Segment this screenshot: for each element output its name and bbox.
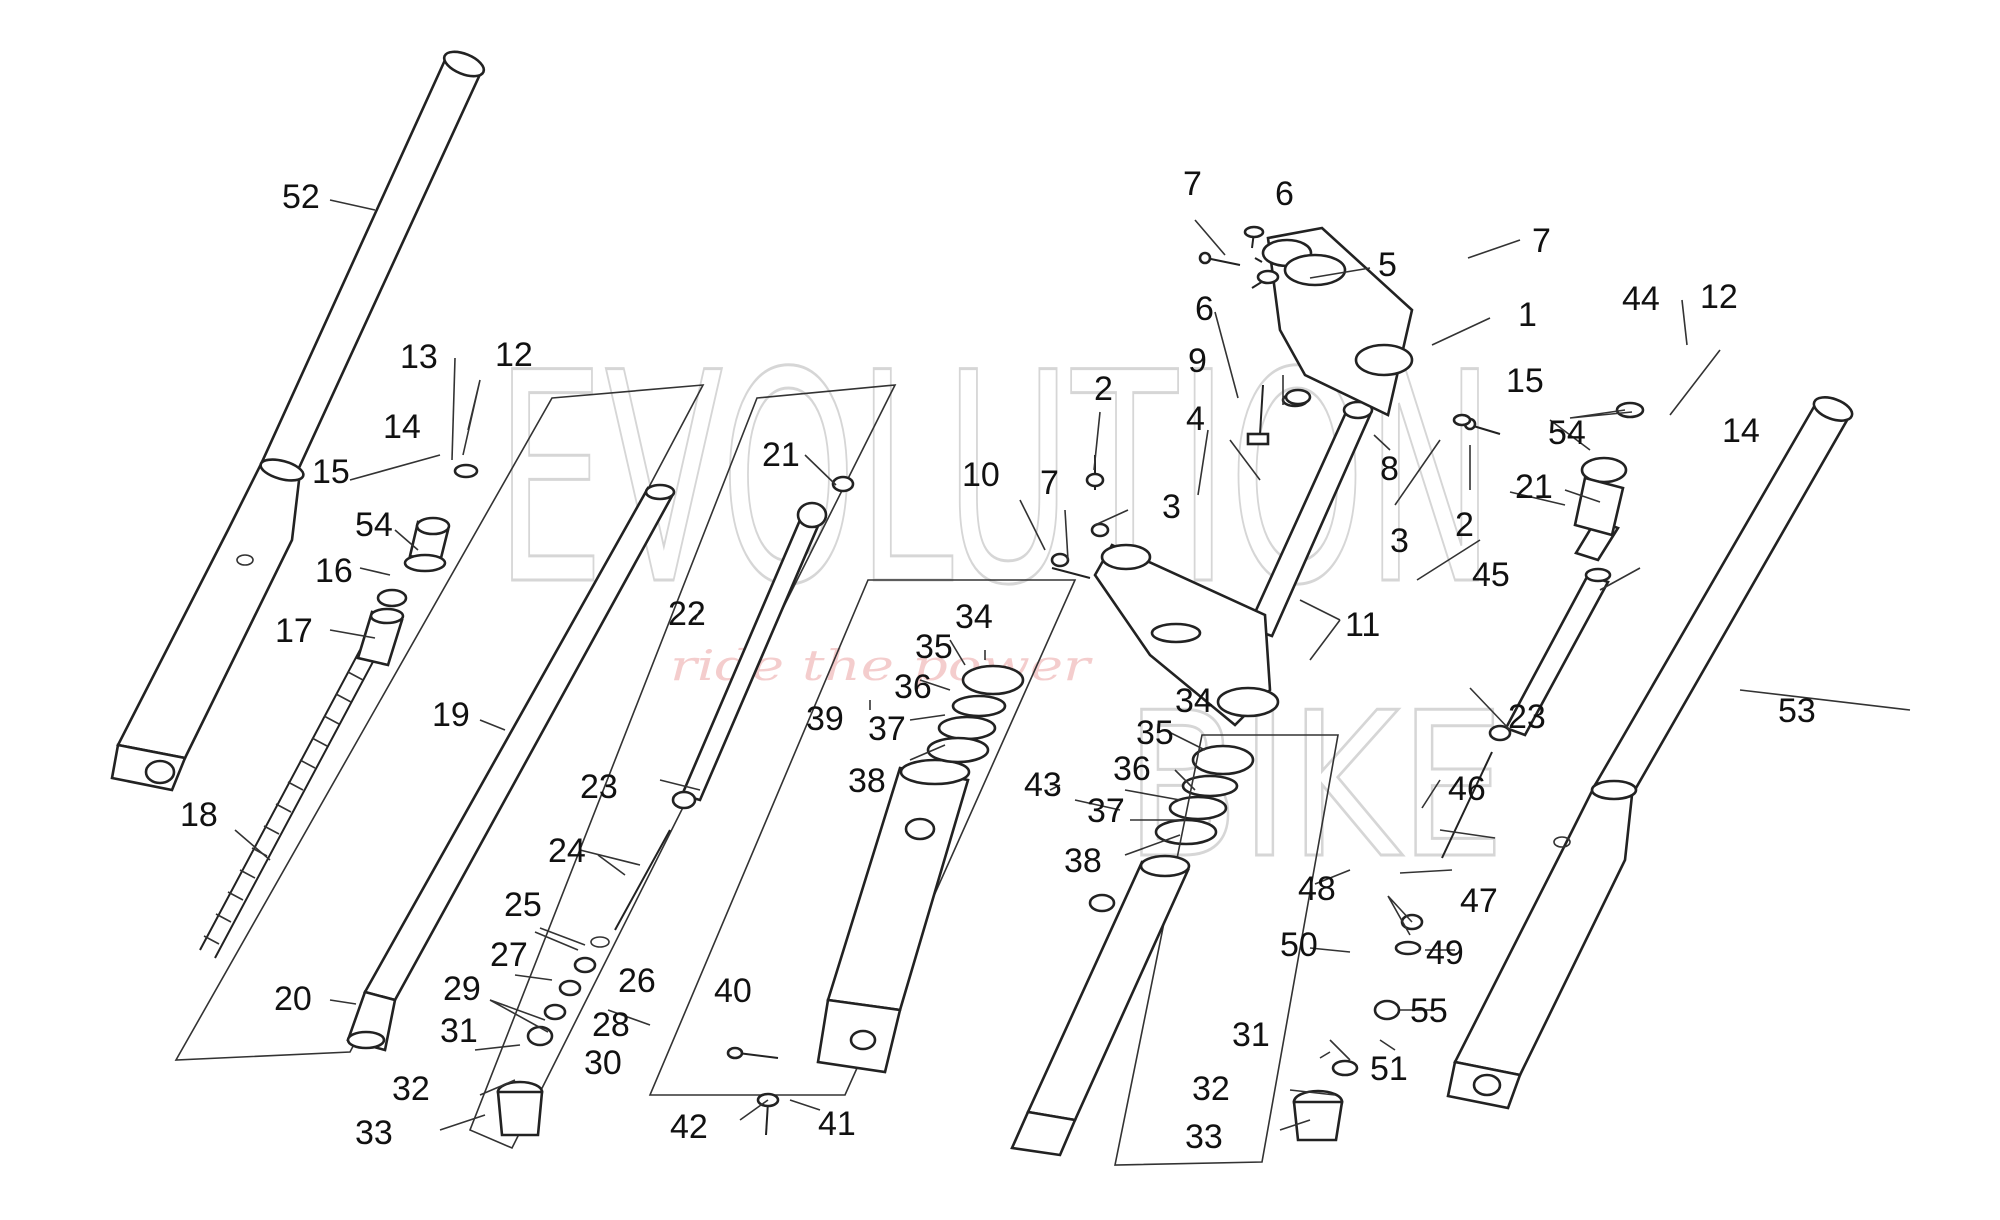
callout-34-middle: 34 — [955, 598, 993, 636]
callout-19: 19 — [432, 696, 470, 734]
callout-31-right: 31 — [1232, 1016, 1270, 1054]
callout-42: 42 — [670, 1108, 708, 1146]
callout-54-left: 54 — [355, 506, 393, 544]
callout-55: 55 — [1410, 992, 1448, 1030]
callout-3-washer-left: 3 — [1162, 488, 1181, 526]
callout-33-left: 33 — [355, 1114, 393, 1152]
callout-15-right: 15 — [1506, 362, 1544, 400]
callout-2-top-bolt: 2 — [1094, 370, 1113, 408]
callout-5: 5 — [1378, 246, 1397, 284]
callout-43: 43 — [1024, 766, 1062, 804]
callout-7-right: 7 — [1532, 222, 1551, 260]
callout-24: 24 — [548, 832, 586, 870]
damper-group-left — [468, 384, 897, 1150]
callout-28: 28 — [592, 1006, 630, 1044]
callout-53: 53 — [1778, 692, 1816, 730]
callout-46: 46 — [1448, 770, 1486, 808]
callout-1: 1 — [1518, 296, 1537, 334]
callout-21-right: 21 — [1515, 468, 1553, 506]
fork-lower-leg-right-group — [1010, 734, 1339, 1166]
callout-labels: 52 53 1 2 2 3 3 4 5 6 6 7 7 7 8 9 10 11 … — [180, 165, 1816, 1156]
callout-18: 18 — [180, 796, 218, 834]
callout-48: 48 — [1298, 870, 1336, 908]
callout-22: 22 — [668, 595, 706, 633]
fork-outer-tube-left — [110, 50, 486, 792]
callout-21-left: 21 — [762, 436, 800, 474]
leader-lines — [234, 199, 1911, 1131]
damper-group-right — [1292, 401, 1645, 1142]
callout-36-middle: 36 — [894, 668, 932, 706]
callout-3-washer-right: 3 — [1390, 522, 1409, 560]
callout-29: 29 — [443, 970, 481, 1008]
callout-12-left: 12 — [495, 336, 533, 374]
fork-lower-leg-middle — [648, 579, 1077, 1096]
callout-39: 39 — [806, 700, 844, 738]
callout-23-left: 23 — [580, 768, 618, 806]
callout-26: 26 — [618, 962, 656, 1000]
callout-52: 52 — [282, 178, 320, 216]
spring-spacer-left — [356, 463, 479, 667]
callout-37-lower: 37 — [1087, 792, 1125, 830]
callout-32-left: 32 — [392, 1070, 430, 1108]
callout-7-left: 7 — [1183, 165, 1202, 203]
callout-41: 41 — [818, 1105, 856, 1143]
callout-50: 50 — [1280, 926, 1318, 964]
callout-25: 25 — [504, 886, 542, 924]
lower-triple-clamp — [1093, 400, 1374, 727]
callout-34-lower: 34 — [1175, 682, 1213, 720]
callout-35-lower: 35 — [1136, 714, 1174, 752]
callout-17: 17 — [275, 612, 313, 650]
callout-2-clamp-bolt: 2 — [1455, 506, 1474, 544]
callout-35-middle: 35 — [915, 628, 953, 666]
callout-45: 45 — [1472, 556, 1510, 594]
callout-44: 44 — [1622, 280, 1660, 318]
callout-8: 8 — [1380, 450, 1399, 488]
callout-20: 20 — [274, 980, 312, 1018]
callout-40: 40 — [714, 972, 752, 1010]
callout-33-right: 33 — [1185, 1118, 1223, 1156]
callout-9: 9 — [1188, 342, 1207, 380]
callout-14-left: 14 — [383, 408, 421, 446]
fork-inner-tube-left — [174, 384, 705, 1061]
callout-54-right: 54 — [1548, 414, 1586, 452]
callout-11: 11 — [1345, 606, 1380, 644]
callout-6-lower: 6 — [1195, 290, 1214, 328]
callout-14-right: 14 — [1722, 412, 1760, 450]
callout-38-lower: 38 — [1064, 842, 1102, 880]
callout-38-middle: 38 — [848, 762, 886, 800]
callout-10: 10 — [962, 456, 1000, 494]
callout-32-right: 32 — [1192, 1070, 1230, 1108]
fork-spring-left — [199, 649, 376, 959]
callout-15-left: 15 — [312, 453, 350, 491]
callout-47: 47 — [1460, 882, 1498, 920]
callout-4: 4 — [1186, 400, 1205, 438]
callout-37-middle: 37 — [868, 710, 906, 748]
steering-bearings-middle — [926, 664, 1025, 764]
callout-30: 30 — [584, 1044, 622, 1082]
callout-7-middle: 7 — [1040, 464, 1059, 502]
callout-12-right: 12 — [1700, 278, 1738, 316]
callout-13: 13 — [400, 338, 438, 376]
callout-27: 27 — [490, 936, 528, 974]
callout-49: 49 — [1426, 934, 1464, 972]
callout-16: 16 — [315, 552, 353, 590]
callout-6-top: 6 — [1275, 175, 1294, 213]
callout-36-lower: 36 — [1113, 750, 1151, 788]
fork-outer-tube-right — [1446, 396, 1854, 1110]
callout-23-right: 23 — [1508, 698, 1546, 736]
callout-31-left: 31 — [440, 1012, 478, 1050]
fasteners — [726, 225, 1501, 1136]
callout-51: 51 — [1370, 1050, 1408, 1088]
